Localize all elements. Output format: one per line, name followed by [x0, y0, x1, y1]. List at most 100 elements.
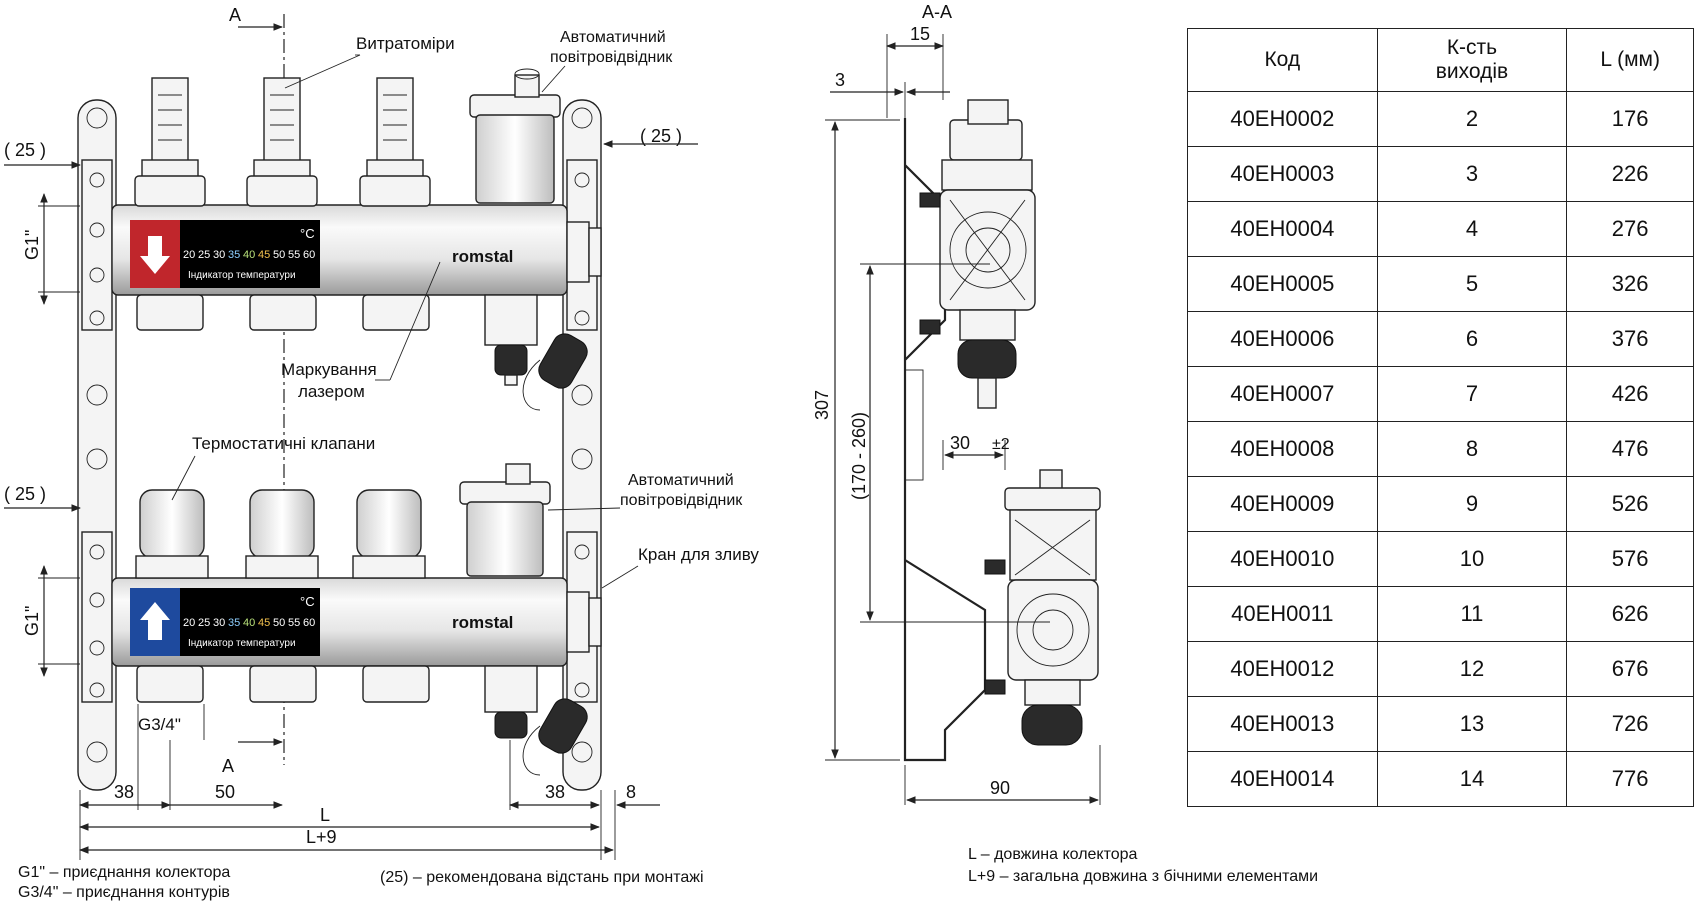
- dim-pm2: ±2: [992, 436, 1010, 453]
- dim-range: (170 - 260): [849, 412, 869, 500]
- cell-outlets: 6: [1376, 311, 1568, 367]
- cell-length: 426: [1566, 366, 1694, 422]
- dim-3: 3: [835, 70, 845, 90]
- flowmeter: [134, 77, 206, 207]
- cell-code: 40EH0003: [1187, 146, 1378, 202]
- air-vent-bottom: [459, 463, 551, 577]
- section-view: A-A 15 3: [812, 2, 1101, 805]
- indicator-scale-value: 30: [213, 617, 225, 629]
- indicator-scale-value: 55: [288, 617, 300, 629]
- label-air-vent-bottom-2: повітровідвідник: [620, 492, 743, 509]
- footnote-g1: G1" – приєднання колектора: [18, 864, 231, 881]
- indicator-scale-value: 35: [228, 249, 240, 261]
- outlet-connector: [136, 665, 204, 703]
- indicator-scale-value: 45: [258, 249, 270, 261]
- indicator-scale-value: 25: [198, 617, 210, 629]
- thermostatic-valve: [135, 489, 209, 579]
- dim-15: 15: [910, 24, 930, 44]
- cell-outlets: 5: [1376, 256, 1568, 312]
- footnote-g34: G3/4" – приєднання контурів: [18, 884, 230, 901]
- indicator-scale-value: 40: [243, 617, 255, 629]
- cell-length: 776: [1566, 751, 1694, 807]
- dim-50: 50: [215, 782, 235, 802]
- cell-length: 326: [1566, 256, 1694, 312]
- indicator-scale-value: 50: [273, 617, 285, 629]
- cell-length: 676: [1566, 641, 1694, 697]
- flowmeter: [246, 77, 318, 207]
- cell-code: 40EH0008: [1187, 421, 1378, 477]
- cell-code: 40EH0006: [1187, 311, 1378, 367]
- cell-length: 376: [1566, 311, 1694, 367]
- indicator-scale-value: 60: [303, 617, 315, 629]
- cell-length: 176: [1566, 91, 1694, 147]
- dim-a-bottom: A: [222, 756, 234, 776]
- dim-307: 307: [812, 390, 832, 420]
- section-upper-assembly: [919, 99, 1036, 409]
- header-length: L (мм): [1566, 28, 1694, 92]
- indicator-caption: Індикатор температури: [188, 270, 296, 281]
- cell-outlets: 12: [1376, 641, 1568, 697]
- label-flowmeters: Витратоміри: [356, 34, 455, 53]
- dim-25-bottom-left: ( 25 ): [4, 484, 46, 504]
- header-outlets: К-сть виходів: [1376, 28, 1568, 92]
- label-thermostatic-valves: Термостатичні клапани: [192, 434, 375, 453]
- front-view: A: [4, 5, 759, 860]
- cell-outlets: 8: [1376, 421, 1568, 477]
- brand-logo: romstal: [452, 247, 513, 266]
- air-vent-top: [469, 68, 561, 204]
- footnote-L9: L+9 – загальна довжина з бічними елемент…: [968, 868, 1319, 885]
- dim-g1-bottom: G1": [22, 606, 42, 636]
- cell-length: 226: [1566, 146, 1694, 202]
- indicator-scale-value: 30: [213, 249, 225, 261]
- cell-code: 40EH0007: [1187, 366, 1378, 422]
- cell-length: 576: [1566, 531, 1694, 587]
- cell-outlets: 10: [1376, 531, 1568, 587]
- outlet-connector: [136, 294, 204, 331]
- header-code: Код: [1187, 28, 1378, 92]
- cell-outlets: 13: [1376, 696, 1568, 752]
- cell-length: 626: [1566, 586, 1694, 642]
- cell-code: 40EH0004: [1187, 201, 1378, 257]
- indicator-scale-value: 35: [228, 617, 240, 629]
- footnote-recommended: (25) – рекомендована відстань при монтаж…: [380, 869, 704, 886]
- drain-valve-top: [484, 294, 588, 411]
- indicator-scale-value: 20: [183, 617, 195, 629]
- indicator-scale-value: 45: [258, 617, 270, 629]
- indicator-unit: °C: [300, 226, 315, 241]
- dim-g34: G3/4": [138, 715, 181, 734]
- label-drain-valve: Кран для зливу: [638, 545, 759, 564]
- dim-30: 30: [950, 433, 970, 453]
- section-mark-a: A: [229, 5, 241, 25]
- label-laser-marking-1: Маркування: [281, 360, 377, 379]
- cell-length: 726: [1566, 696, 1694, 752]
- cell-outlets: 14: [1376, 751, 1568, 807]
- cell-code: 40EH0002: [1187, 91, 1378, 147]
- section-lower-assembly: [984, 469, 1101, 746]
- cell-code: 40EH0011: [1187, 586, 1378, 642]
- cell-outlets: 4: [1376, 201, 1568, 257]
- table-header-row: Код К-сть виходів L (мм): [1187, 28, 1694, 92]
- flowmeter: [359, 77, 431, 207]
- indicator-caption: Індикатор температури: [188, 638, 296, 649]
- dim-90: 90: [990, 778, 1010, 798]
- label-air-vent-top-1: Автоматичний: [560, 29, 666, 46]
- dim-L: L: [320, 805, 330, 825]
- outlet-connector: [249, 665, 317, 703]
- dim-8: 8: [626, 782, 636, 802]
- cell-outlets: 3: [1376, 146, 1568, 202]
- indicator-scale-value: 60: [303, 249, 315, 261]
- indicator-scale-value: 25: [198, 249, 210, 261]
- brand-logo: romstal: [452, 613, 513, 632]
- cell-outlets: 9: [1376, 476, 1568, 532]
